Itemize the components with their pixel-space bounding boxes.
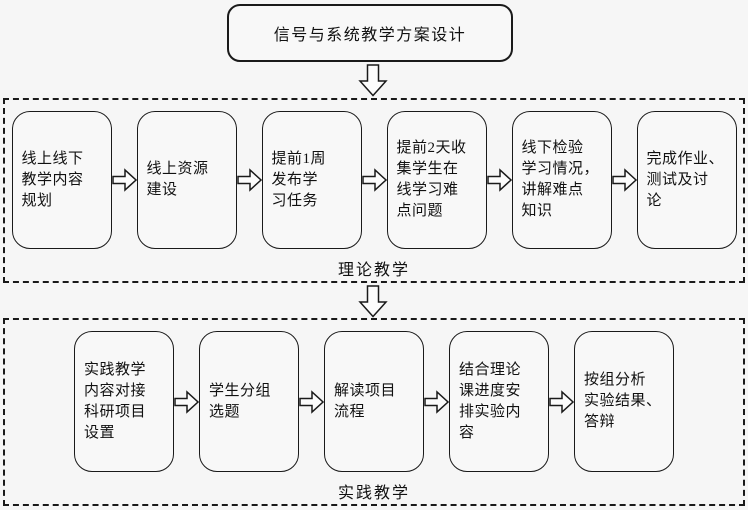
flow-step-label: 学生分组 选题 xyxy=(209,382,272,420)
flow-step: 学生分组 选题 xyxy=(199,331,299,472)
flow-title: 信号与系统教学方案设计 xyxy=(273,27,467,44)
arrow-right-icon xyxy=(111,111,137,249)
flow-title-box: 信号与系统教学方案设计 xyxy=(227,4,513,62)
flow-step: 提前2天收 集学生在 线学习难 点问题 xyxy=(386,111,487,249)
practice-steps-row: 实践教学 内容对接 科研项目 设置 学生分组 选题 解读项目 流程 xyxy=(5,331,743,472)
arrow-right-icon xyxy=(424,331,449,472)
flow-step: 线上线下 教学内容 规划 xyxy=(11,111,112,249)
flow-step-label: 提前1周 发布学 习任务 xyxy=(271,150,327,209)
flow-step-label: 实践教学 内容对接 科研项目 设置 xyxy=(84,361,147,441)
flow-step-label: 提前2天收 集学生在 线学习难 点问题 xyxy=(396,140,467,219)
arrow-right-icon xyxy=(549,331,574,472)
arrow-right-icon xyxy=(299,331,324,472)
arrow-right-icon xyxy=(486,111,512,249)
flow-step-label: 按组分析 实验结果、 答辩 xyxy=(584,372,662,430)
section-label-practice: 实践教学 xyxy=(337,485,410,502)
flow-step-label: 线上线下 教学内容 规划 xyxy=(21,150,84,209)
section-practice-teaching: 实践教学 内容对接 科研项目 设置 学生分组 选题 解读项目 流程 xyxy=(3,318,745,506)
theory-steps-row: 线上线下 教学内容 规划 线上资源 建设 提前1周 发布学 习任务 xyxy=(5,111,743,249)
section-label-theory: 理论教学 xyxy=(337,262,410,279)
flow-step: 线上资源 建设 xyxy=(136,111,237,249)
arrow-right-icon xyxy=(174,331,199,472)
flow-step: 提前1周 发布学 习任务 xyxy=(261,111,362,249)
arrow-right-icon xyxy=(236,111,262,249)
flow-step-label: 线上资源 建设 xyxy=(146,161,209,198)
flow-step: 结合理论 课进度安 排实验内 容 xyxy=(449,331,549,472)
flow-step-label: 解读项目 流程 xyxy=(334,382,397,420)
section-theory-teaching: 线上线下 教学内容 规划 线上资源 建设 提前1周 发布学 习任务 xyxy=(3,98,745,283)
flow-step-label: 完成作业、 测试及讨 论 xyxy=(646,150,725,209)
arrow-down-icon xyxy=(358,285,388,318)
arrow-right-icon xyxy=(611,111,637,249)
flow-step: 解读项目 流程 xyxy=(324,331,424,472)
flow-step: 线下检验 学习情况， 讲解难点 知识 xyxy=(511,111,612,249)
flow-step-label: 结合理论 课进度安 排实验内 容 xyxy=(459,361,522,441)
flow-step-label: 线下检验 学习情况， 讲解难点 知识 xyxy=(521,140,600,219)
flow-step: 完成作业、 测试及讨 论 xyxy=(636,111,737,249)
flow-step: 实践教学 内容对接 科研项目 设置 xyxy=(74,331,174,472)
flow-step: 按组分析 实验结果、 答辩 xyxy=(574,331,674,472)
arrow-down-icon xyxy=(358,64,388,97)
arrow-right-icon xyxy=(361,111,387,249)
